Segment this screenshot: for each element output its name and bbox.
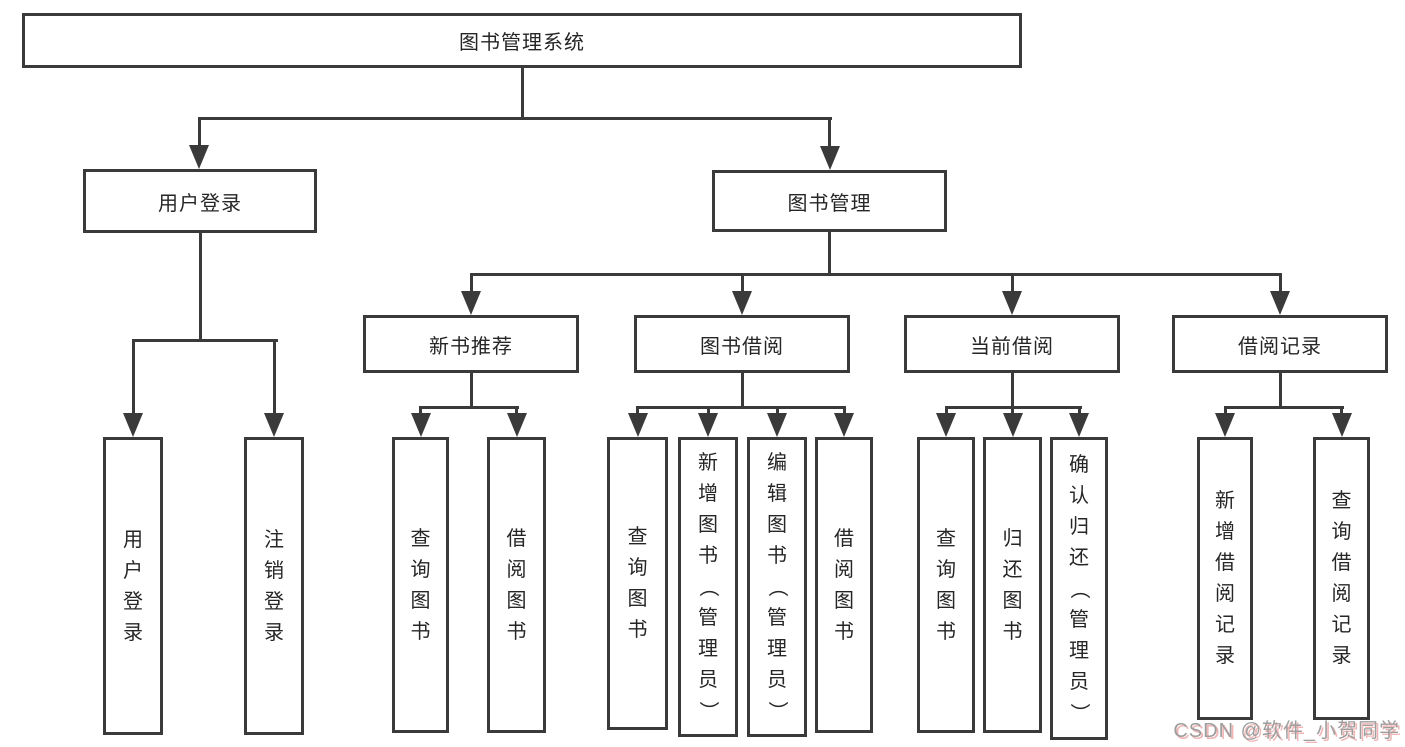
arrow-head [410, 413, 431, 437]
connector-line [775, 406, 779, 415]
arrow-head [1215, 413, 1235, 437]
arrow-head [1002, 413, 1023, 437]
node-label: 当前借阅 [970, 335, 1054, 358]
node-label: 新书推荐 [429, 335, 513, 358]
arrow-head [834, 413, 854, 437]
connector-line [828, 117, 831, 148]
node-cb-query-books: 查询图书 [917, 437, 975, 733]
arrow-head [698, 413, 718, 437]
connector-line [842, 406, 846, 415]
arrow-head [1002, 291, 1022, 315]
node-user-login: 用户登录 [83, 169, 317, 233]
arrow-head [627, 413, 648, 437]
connector-line [198, 233, 202, 342]
connector-line [636, 406, 846, 409]
node-book-borrowing: 图书借阅 [634, 315, 850, 373]
connector-line [1223, 406, 1227, 415]
connector-line [636, 406, 639, 415]
connector-line [1077, 406, 1081, 415]
node-rec-borrow-books: 借阅图书 [487, 437, 546, 733]
connector-line [469, 273, 1282, 276]
connector-line [272, 339, 276, 415]
arrow-head [1069, 413, 1089, 437]
node-label: 查询图书 [627, 526, 648, 641]
node-borrowing-records: 借阅记录 [1172, 315, 1388, 373]
node-label: 借阅图书 [834, 527, 854, 643]
node-new-book-recommend: 新书推荐 [363, 315, 579, 373]
connector-line [469, 373, 473, 409]
connector-line [1010, 373, 1014, 409]
node-bb-borrow-books: 借阅图书 [815, 437, 873, 733]
connector-line [1010, 273, 1014, 293]
connector-line [740, 273, 744, 293]
connector-line [740, 373, 744, 409]
connector-line [131, 339, 278, 342]
connector-line [469, 273, 473, 293]
node-label: 新增图书（管理员） [697, 452, 719, 721]
node-label: 注销登录 [264, 528, 284, 644]
arrow-head [461, 291, 481, 315]
node-label: 查询借阅记录 [1331, 490, 1352, 667]
connector-line [706, 406, 710, 415]
node-bb-edit-books-admin: 编辑图书（管理员） [747, 437, 807, 737]
connector-line [197, 117, 201, 147]
node-login-action: 用户登录 [103, 437, 163, 735]
connector-line [828, 232, 831, 276]
connector-line [1278, 273, 1282, 293]
connector-line [1223, 406, 1344, 409]
node-label: 新增借阅记录 [1215, 490, 1235, 667]
node-logout: 注销登录 [244, 437, 304, 735]
node-label: 图书管理系统 [459, 32, 585, 54]
node-label: 用户登录 [158, 192, 242, 215]
arrow-head [506, 413, 527, 437]
node-label: 查询图书 [936, 527, 956, 643]
connector-line [1011, 406, 1014, 415]
node-current-borrowing: 当前借阅 [904, 315, 1120, 373]
arrow-head [767, 413, 787, 437]
node-label: 图书借阅 [700, 335, 784, 358]
arrow-head [123, 413, 143, 437]
connector-line [131, 339, 135, 415]
node-cb-return-books: 归还图书 [983, 437, 1042, 733]
arrow-head [264, 413, 284, 437]
node-cb-confirm-return-admin: 确认归还（管理员） [1050, 437, 1108, 740]
arrow-head [819, 146, 840, 170]
connector-line [197, 117, 832, 120]
node-label: 借阅图书 [506, 527, 527, 643]
node-label: 编辑图书（管理员） [766, 452, 788, 721]
node-label: 借阅记录 [1238, 335, 1322, 358]
node-library-system: 图书管理系统 [22, 13, 1022, 68]
node-rec-query-books: 查询图书 [392, 437, 449, 733]
node-label: 归还图书 [1002, 527, 1023, 643]
connector-line [515, 406, 518, 415]
arrow-head [1270, 291, 1290, 315]
arrow-head [189, 145, 209, 169]
node-label: 图书管理 [787, 192, 872, 215]
node-label: 查询图书 [410, 527, 431, 643]
connector-line [419, 406, 519, 409]
connector-line [1340, 406, 1343, 415]
node-bb-query-books: 查询图书 [607, 437, 668, 730]
connector-line [520, 68, 524, 120]
node-label: 确认归还（管理员） [1068, 453, 1090, 723]
node-bb-add-books-admin: 新增图书（管理员） [678, 437, 738, 737]
arrow-head [1331, 413, 1352, 437]
connector-line [1278, 373, 1282, 409]
connector-line [419, 406, 422, 415]
csdn-watermark: CSDN @软件_小贺同学 [1173, 720, 1400, 742]
arrow-head [936, 413, 956, 437]
node-br-query-record: 查询借阅记录 [1313, 437, 1370, 720]
node-book-management: 图书管理 [712, 170, 947, 232]
node-br-add-record: 新增借阅记录 [1197, 437, 1253, 720]
connector-line [944, 406, 948, 415]
node-label: 用户登录 [123, 528, 143, 644]
arrow-head [732, 291, 752, 315]
